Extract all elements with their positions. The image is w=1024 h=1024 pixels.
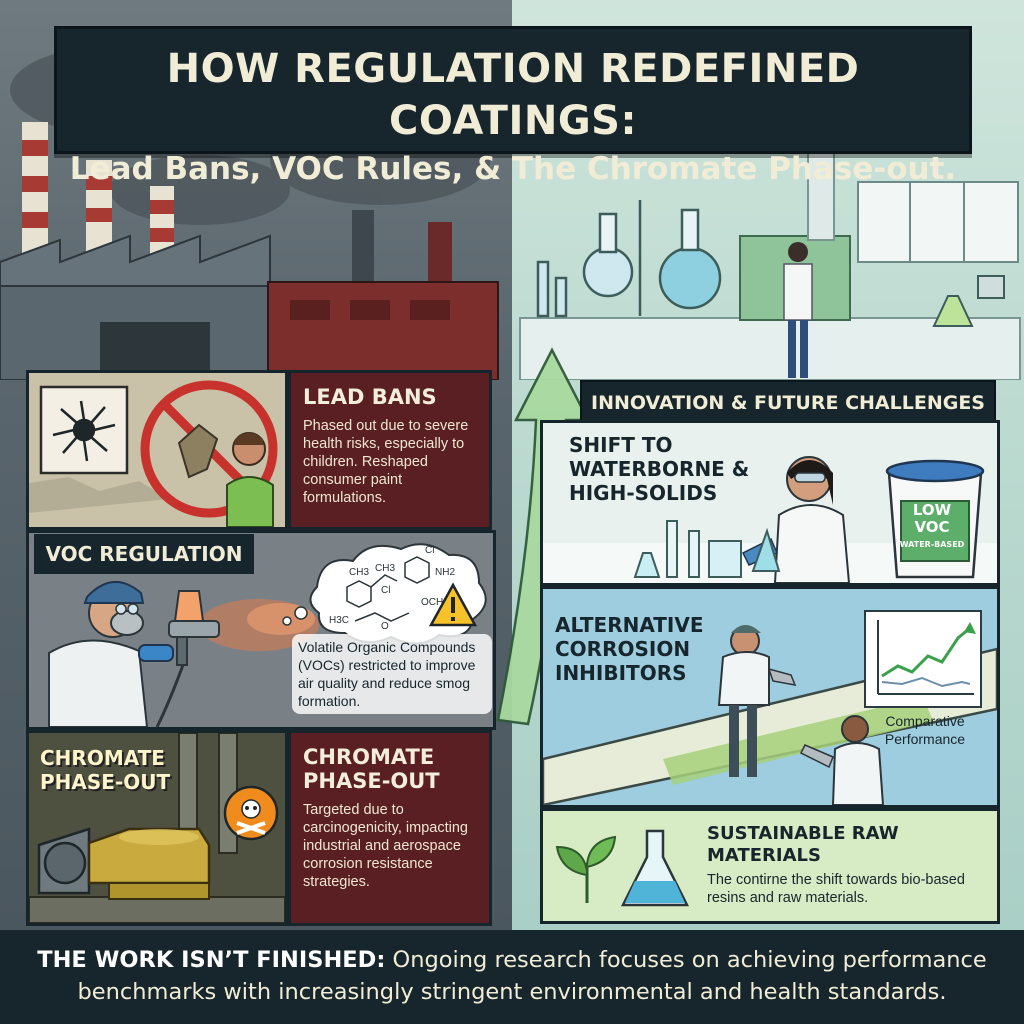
molecule-label: Cl [381,585,390,596]
lab-scientist [783,242,813,378]
chromate-heading: CHROMATE PHASE-OUT [303,745,440,793]
respirator-icon [110,610,144,636]
sustainable-heading: SUSTAINABLE RAW MATERIALS [707,823,899,866]
footer-line-1: THE WORK ISN’T FINISHED: Ongoing researc… [0,944,1024,976]
sustainable-materials-panel: SUSTAINABLE RAW MATERIALS The contirne t… [540,808,1000,924]
lead-illustration-panel [26,370,288,530]
performance-chart [864,610,982,708]
footer-lead: THE WORK ISN’T FINISHED: [37,947,386,973]
paint-bucket-icon [885,459,985,579]
voc-regulation-panel: CH3 Cl CH3 Cl NH2 OCH3 H3C O [26,530,496,730]
scientist-woman [741,456,851,584]
bucket-water-based: WATER-BASED [899,540,965,549]
crack-burst-icon [52,400,116,462]
chart-line-blue [881,676,971,688]
plant-sprout-icon [555,835,617,903]
lead-bans-body: Phased out due to severe health risks, e… [303,418,469,506]
chromate-illustration [28,732,286,924]
voc-regulation-label: VOC REGULATION [34,534,254,574]
technician-sprayer [717,625,797,777]
lab-glassware [633,520,742,578]
corrosion-heading: ALTERNATIVE CORROSION INHIBITORS [555,613,704,685]
bucket-low-voc: LOW VOC [912,501,952,536]
performance-chart-graphic [877,620,976,695]
prohibition-icon [140,380,278,518]
lab-counter [519,317,1021,380]
waterborne-panel: SHIFT TO WATERBORNE & HIGH-SOLIDS [540,420,1000,586]
lead-illustration [29,380,278,528]
waterborne-illustration [543,456,997,584]
innovation-label: INNOVATION & FUTURE CHALLENGES [580,380,996,422]
chromate-body: Targeted due to carcinogenicity, impacti… [303,802,468,890]
footer-line-2: benchmarks with increasingly stringent e… [77,979,947,1005]
molecule-label: CH3 [349,567,369,578]
title-banner: HOW REGULATION REDEFINED COATINGS: Lead … [54,26,972,187]
molecule-label: OCH3 [421,597,449,608]
subtitle: Lead Bans, VOC Rules, & The Chromate Pha… [69,151,957,187]
lead-bans-heading: LEAD BANS [303,385,437,409]
flask-icon [620,829,690,907]
factory-roof [0,234,271,301]
painter-worker [48,580,174,728]
molecule-label: O [381,621,389,632]
molecule-label: Cl [425,545,434,556]
voc-regulation-body: Volatile Organic Compounds (VOCs) restri… [292,634,492,714]
chromate-label-text: CHROMATE PHASE-OUT [40,746,171,794]
child-figure [226,432,274,528]
waterborne-heading: SHIFT TO WATERBORNE & HIGH-SOLIDS [569,433,750,505]
spray-gun-icon [155,590,220,728]
low-voc-bucket-label: LOW VOC WATER-BASED [886,458,978,570]
glove-icon [138,644,174,662]
chromate-image-label: CHROMATE PHASE-OUT [40,746,180,794]
main-title: HOW REGULATION REDEFINED COATINGS: [166,46,860,144]
lead-bans-panel: LEAD BANS Phased out due to severe healt… [288,370,492,530]
footer-banner: THE WORK ISN’T FINISHED: Ongoing researc… [0,930,1024,1024]
chart-caption: Comparative Performance [884,713,966,747]
factory-red-building [267,281,499,380]
skull-crossbones-icon [223,785,279,841]
chart-line-green [881,626,971,678]
molecule-label: NH2 [435,567,455,578]
lab-flasks [536,200,722,318]
cap-icon [83,580,145,604]
voc-illustration: CH3 Cl CH3 Cl NH2 OCH3 H3C O [48,543,487,728]
molecule-label: H3C [329,615,349,626]
sustainable-body: The contirne the shift towards bio-based… [707,872,965,906]
molecule-label: CH3 [375,563,395,574]
sustainable-illustration [555,829,690,907]
technician-kneeling [799,715,885,806]
warning-icon [428,582,478,627]
footer-line-1-rest: Ongoing research focuses on achieving pe… [385,947,987,973]
industrial-pump [37,827,211,900]
lab-cabinets [857,181,1019,263]
chromate-illustration-panel [26,730,288,926]
chromate-phaseout-panel: CHROMATE PHASE-OUT Targeted due to carci… [288,730,492,926]
